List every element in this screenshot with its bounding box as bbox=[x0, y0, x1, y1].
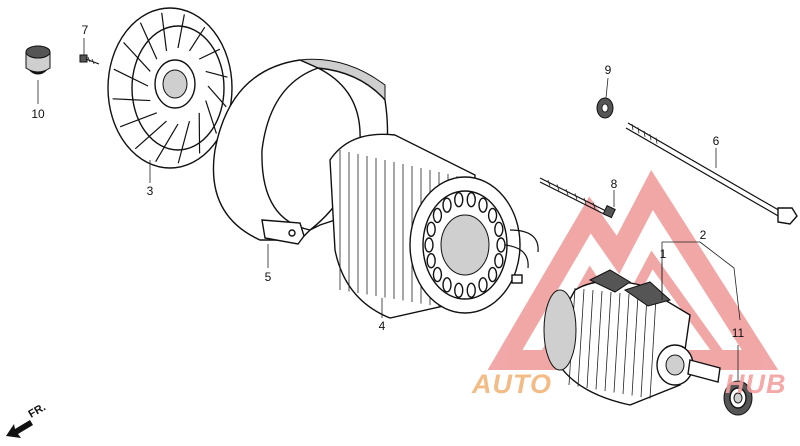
stator-coil bbox=[426, 253, 436, 269]
bolt-thread bbox=[631, 123, 634, 131]
bolt-thread bbox=[592, 202, 596, 209]
stator-coil bbox=[454, 282, 464, 299]
rotor-lamination bbox=[640, 295, 648, 398]
fan-blade bbox=[177, 120, 191, 164]
bolt-thread bbox=[556, 184, 560, 191]
rotor-lamination bbox=[631, 294, 639, 396]
callout-6: 6 bbox=[713, 134, 720, 148]
rotor-lamination bbox=[586, 289, 594, 389]
fan-blade bbox=[177, 14, 185, 49]
bolt-thread bbox=[574, 193, 578, 200]
stator-coil bbox=[442, 197, 452, 213]
rotor-lamination bbox=[613, 292, 621, 393]
bolt-thread bbox=[637, 127, 640, 134]
stator-coil bbox=[494, 253, 504, 269]
fan-blade bbox=[139, 22, 158, 60]
fan-blade bbox=[188, 26, 206, 52]
callout-4: 4 bbox=[379, 319, 386, 333]
stator-coil bbox=[432, 207, 443, 224]
fan-blade bbox=[134, 120, 167, 150]
fan-blade bbox=[207, 85, 227, 108]
bolt-thread bbox=[547, 179, 551, 187]
callout-7: 7 bbox=[82, 23, 89, 37]
front-direction-label: FR. bbox=[27, 401, 48, 420]
bolt-thread bbox=[655, 137, 658, 144]
callout-2: 2 bbox=[700, 228, 707, 242]
watermark-text-right: HUB bbox=[725, 369, 787, 399]
fan-blade bbox=[161, 12, 168, 51]
bolt-thread bbox=[565, 188, 569, 196]
stator-coil bbox=[496, 237, 506, 253]
through-bolt-part bbox=[625, 122, 798, 225]
stator-coil bbox=[487, 207, 498, 224]
callout-1: 1 bbox=[660, 247, 667, 261]
front-direction-marker: FR. bbox=[6, 401, 48, 438]
callout-8: 8 bbox=[611, 177, 618, 191]
stator-coil bbox=[432, 266, 443, 283]
stator-part bbox=[329, 133, 539, 319]
bolt-thread bbox=[643, 130, 646, 137]
fan-blade bbox=[155, 123, 179, 162]
fan-blade bbox=[205, 100, 217, 134]
fan-blade bbox=[205, 70, 228, 78]
washer-part bbox=[596, 97, 614, 119]
fan-blade bbox=[198, 48, 221, 60]
callout-5: 5 bbox=[265, 270, 272, 284]
fan-blade bbox=[113, 68, 149, 87]
stator-coil bbox=[454, 191, 464, 208]
callout-11: 11 bbox=[732, 326, 745, 340]
stator-coil bbox=[487, 266, 498, 283]
cooling-fan-part bbox=[107, 7, 233, 169]
rotor-lamination bbox=[622, 293, 630, 395]
fan-blade bbox=[123, 42, 151, 72]
stator-coil bbox=[424, 237, 434, 253]
rotor-lamination bbox=[577, 288, 585, 387]
bolt-thread bbox=[583, 197, 587, 205]
stator-coil bbox=[426, 221, 436, 237]
rotor-part bbox=[543, 269, 721, 406]
rotor-lamination bbox=[595, 290, 603, 390]
fan-blade bbox=[112, 98, 151, 102]
stator-coil bbox=[442, 277, 452, 293]
bearing-part bbox=[723, 380, 753, 416]
rotor-lamination bbox=[604, 291, 612, 392]
stator-coil bbox=[466, 282, 476, 299]
long-bolt-part bbox=[539, 177, 616, 219]
callout-10: 10 bbox=[31, 107, 45, 121]
stator-coil bbox=[466, 191, 476, 208]
callout-9: 9 bbox=[605, 63, 612, 77]
bolt-thread bbox=[649, 134, 652, 141]
small-bolt-part bbox=[79, 54, 100, 65]
fan-blade bbox=[119, 112, 157, 128]
watermark-text: AUTO HUB bbox=[471, 369, 787, 399]
stator-coil bbox=[478, 277, 488, 293]
stator-coil bbox=[478, 197, 488, 213]
callout-3: 3 bbox=[147, 184, 154, 198]
rotor-lamination bbox=[649, 296, 657, 399]
stator-coil bbox=[494, 221, 504, 237]
watermark-text-left: AUTO bbox=[471, 369, 552, 399]
rubber-cap-part bbox=[25, 45, 51, 75]
